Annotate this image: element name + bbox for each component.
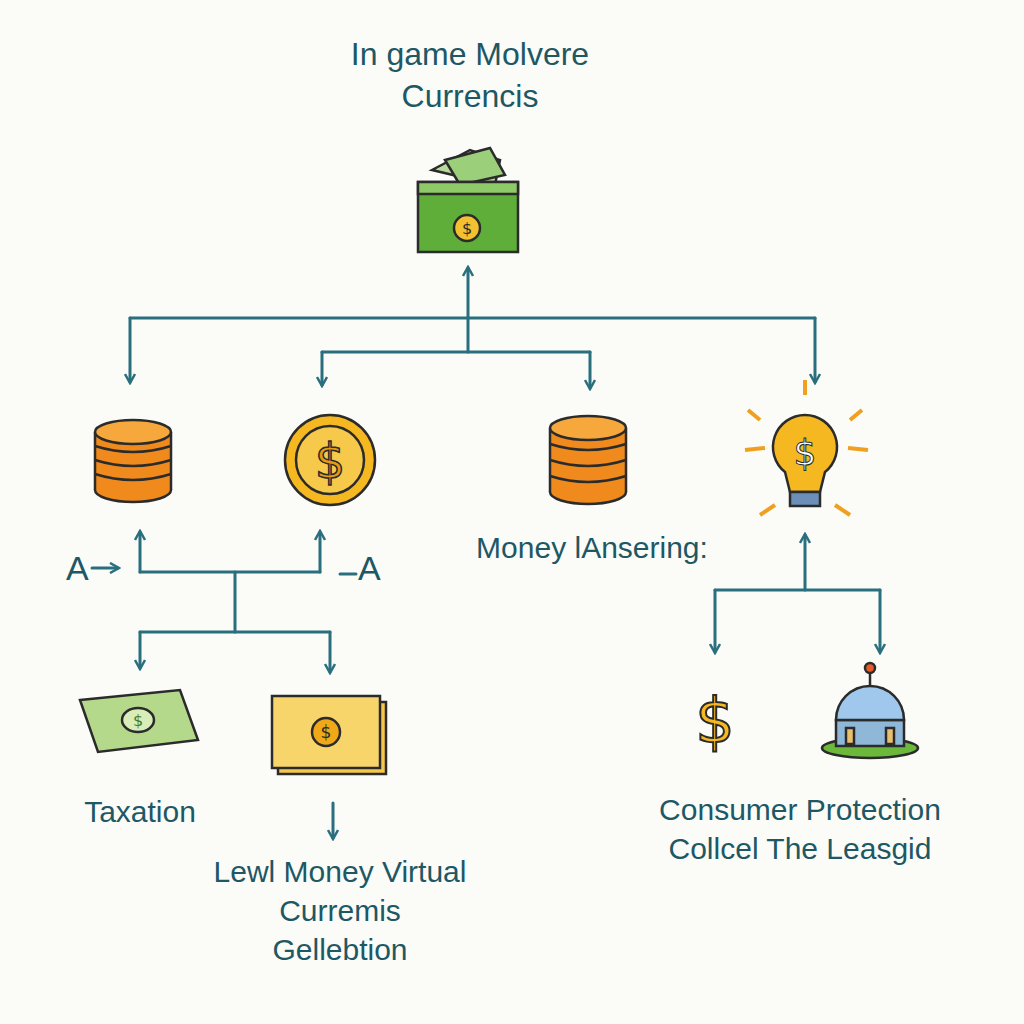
label-node: Lewl Money Virtual Curremis Gellebtion xyxy=(209,852,471,969)
node-text: Money lAnsering: xyxy=(467,528,717,567)
svg-text:$: $ xyxy=(133,711,143,730)
svg-text:$: $ xyxy=(695,684,734,757)
arrow-label: A xyxy=(358,546,381,590)
arrow-label: A xyxy=(66,546,89,590)
label-node: Taxation xyxy=(40,792,240,831)
svg-text:$: $ xyxy=(321,722,332,742)
label-node: Money lAnsering: xyxy=(467,528,717,567)
svg-text:$: $ xyxy=(462,219,472,238)
node-text: Taxation xyxy=(40,792,240,831)
svg-text:$: $ xyxy=(315,433,346,489)
node-text: Lewl Money Virtual Curremis Gellebtion xyxy=(209,852,471,969)
label-node: Consumer Protection Collcel The Leasgid xyxy=(615,790,985,868)
diagram-title: In game Molvere Currencis xyxy=(310,34,630,117)
node-text: Consumer Protection Collcel The Leasgid xyxy=(615,790,985,868)
svg-text:$: $ xyxy=(794,432,817,473)
